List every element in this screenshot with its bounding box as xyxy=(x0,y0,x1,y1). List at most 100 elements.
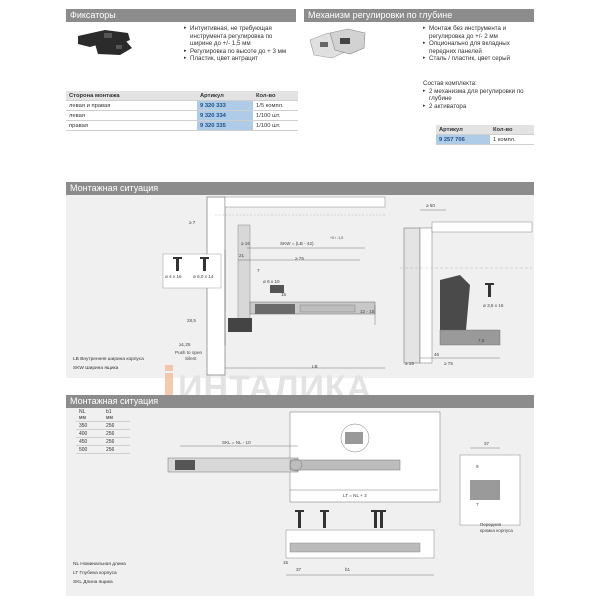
cell-side: правая xyxy=(66,120,197,131)
label-37: 37 xyxy=(484,441,490,446)
table-row: левая и правая 9 320 333 1/5 компл. xyxy=(66,100,298,111)
label-ge75-b: ≥ 75 xyxy=(444,361,453,366)
feature-item: Опционально для вкладных передних панеле… xyxy=(423,40,535,55)
feature-item: Регулировка по высоте до + 3 мм xyxy=(184,48,296,56)
cell-article: 9 320 333 xyxy=(197,100,253,111)
kit-contents: Состав комплекта: 2 механизма для регули… xyxy=(423,80,535,110)
label-screw-6x14: ø 6,0 x 14 xyxy=(193,274,214,279)
depth-table: Артикул Кол-во 9 257 706 1 компл. xyxy=(436,125,534,145)
depth-features: Монтаж без инструмента и регулировка до … xyxy=(423,25,535,63)
cell-side: левая и правая xyxy=(66,100,197,111)
cell-b1: 256 xyxy=(103,421,130,430)
table-header-row: Артикул Кол-во xyxy=(436,125,534,135)
col-side: Сторона монтажа xyxy=(66,91,197,101)
label-28-5: 28,5 xyxy=(187,318,196,323)
mounting-header-2: Монтажная ситуация xyxy=(66,395,534,408)
table-header-row: NL b1 xyxy=(76,409,130,415)
legend-skw: SKW Ширина ящика xyxy=(73,366,119,371)
feature-item: Интуитивная, не требующая инструмента ре… xyxy=(184,25,296,48)
mounting-header-1: Монтажная ситуация xyxy=(66,182,534,195)
col-qty: Кол-во xyxy=(253,91,298,101)
label-lt: LT = NL + 3 xyxy=(343,493,367,498)
label-ge75: ≥ 75 xyxy=(295,256,304,261)
fixators-header: Фиксаторы xyxy=(66,9,296,22)
label-skl: SKL = NL - 10 xyxy=(222,440,251,445)
cell-qty: 1 компл. xyxy=(490,134,534,145)
col-article: Артикул xyxy=(197,91,253,101)
label-o35x16: ø 3,5 x 16 xyxy=(483,303,504,308)
table-units-row: мм мм xyxy=(76,415,130,422)
cell-b1: 256 xyxy=(103,445,130,454)
table-row: 9 257 706 1 компл. xyxy=(436,134,534,145)
label-push-to-open: Push to open xyxy=(175,350,203,355)
legend-lt: LT Глубина корпуса xyxy=(73,571,117,576)
label-15: 15 xyxy=(281,292,287,297)
label-front-edge-2: кромка корпуса xyxy=(480,528,513,533)
label-ge7: ≥ 7 xyxy=(189,220,196,225)
label-silent: Silent xyxy=(185,356,197,361)
label-front-edge: Передняя xyxy=(480,522,502,527)
label-ge1-25: ≥1,25 xyxy=(179,342,191,347)
label-46: 46 xyxy=(434,352,440,357)
kit-item: 2 активатора xyxy=(423,103,535,111)
label-12-15: 12 - 15 xyxy=(360,309,375,314)
legend-nl: NL Номинальная длина xyxy=(73,562,126,567)
col-b1: b1 xyxy=(106,409,112,415)
fixators-features: Интуитивная, не требующая инструмента ре… xyxy=(184,25,296,63)
cell-nl: 400 xyxy=(76,429,103,438)
label-screw-4x16: ø 4 x 16 xyxy=(165,274,182,279)
label-b1: b1 xyxy=(345,567,351,572)
feature-item: Пластик, цвет антрацит xyxy=(184,55,296,63)
label-ge50: ≥ 50 xyxy=(426,203,435,208)
unit-nl: мм xyxy=(76,415,103,422)
cell-qty: 1/100 шт. xyxy=(253,120,298,131)
col-article: Артикул xyxy=(436,125,490,135)
label-o6x10: ø 6 x 10 xyxy=(263,279,280,284)
feature-item: Монтаж без инструмента и регулировка до … xyxy=(423,25,535,40)
cell-b1: 256 xyxy=(103,429,130,438)
label-7-5: 7,5 xyxy=(478,338,485,343)
cell-qty: 1/5 компл. xyxy=(253,100,298,111)
depth-adjust-header: Механизм регулировки по глубине xyxy=(304,9,534,22)
kit-item: 2 механизма для регулировки по глубине xyxy=(423,88,535,103)
cell-qty: 1/100 шт. xyxy=(253,110,298,121)
feature-item: Сталь / пластик, цвет серый xyxy=(423,55,535,63)
label-37-b: 37 xyxy=(296,567,302,572)
label-ge16: ≥ 16 xyxy=(241,241,250,246)
cell-side: левая xyxy=(66,110,197,121)
label-lb: LB xyxy=(312,364,318,369)
legend-lb: LB Внутренняя ширина корпуса xyxy=(73,357,144,362)
label-7-b: 7 xyxy=(476,502,479,507)
legend-skl: SKL Длина ящика xyxy=(73,580,113,585)
label-ge16-b: ≥ 16 xyxy=(405,361,414,366)
table-row: правая 9 320 335 1/100 шт. xyxy=(66,120,298,131)
cell-b1: 256 xyxy=(103,437,130,446)
col-qty: Кол-во xyxy=(490,125,534,135)
col-nl: NL xyxy=(79,409,86,415)
table-row: левая 9 320 334 1/100 шт. xyxy=(66,110,298,121)
cell-article: 9 257 706 xyxy=(436,134,490,145)
cell-article: 9 320 335 xyxy=(197,120,253,131)
label-skw: SKW = (LB - 42) xyxy=(280,241,314,246)
cell-nl: 350 xyxy=(76,421,103,430)
label-tolerance: +0 / -1,5 xyxy=(330,236,344,240)
label-7: 7 xyxy=(257,268,260,273)
table-header-row: Сторона монтажа Артикул Кол-во xyxy=(66,91,298,101)
label-15-b: 15 xyxy=(283,560,289,565)
label-9: 9 xyxy=(476,464,479,469)
label-21: 21 xyxy=(239,253,245,258)
cell-article: 9 320 334 xyxy=(197,110,253,121)
cell-nl: 450 xyxy=(76,437,103,446)
cell-nl: 500 xyxy=(76,445,103,454)
unit-b1: мм xyxy=(103,415,130,422)
fixators-table: Сторона монтажа Артикул Кол-во левая и п… xyxy=(66,91,298,131)
